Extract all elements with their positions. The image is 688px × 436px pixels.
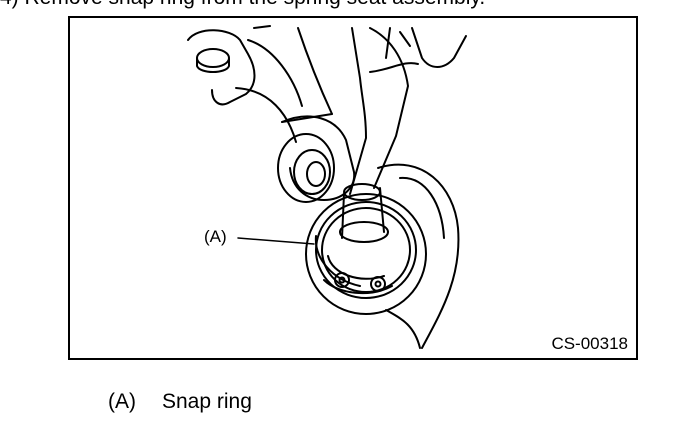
illustration-frame: (A) CS-00318	[68, 16, 638, 360]
figure-code: CS-00318	[551, 334, 628, 353]
legend-row: (A) Snap ring	[108, 390, 252, 414]
legend-label: Snap ring	[162, 390, 252, 413]
suspension-illustration	[187, 25, 467, 349]
callout-label: (A)	[204, 227, 227, 246]
legend-key: (A)	[108, 390, 136, 413]
header-fragment: 4) Remove snap ring from the spring seat…	[0, 0, 688, 10]
